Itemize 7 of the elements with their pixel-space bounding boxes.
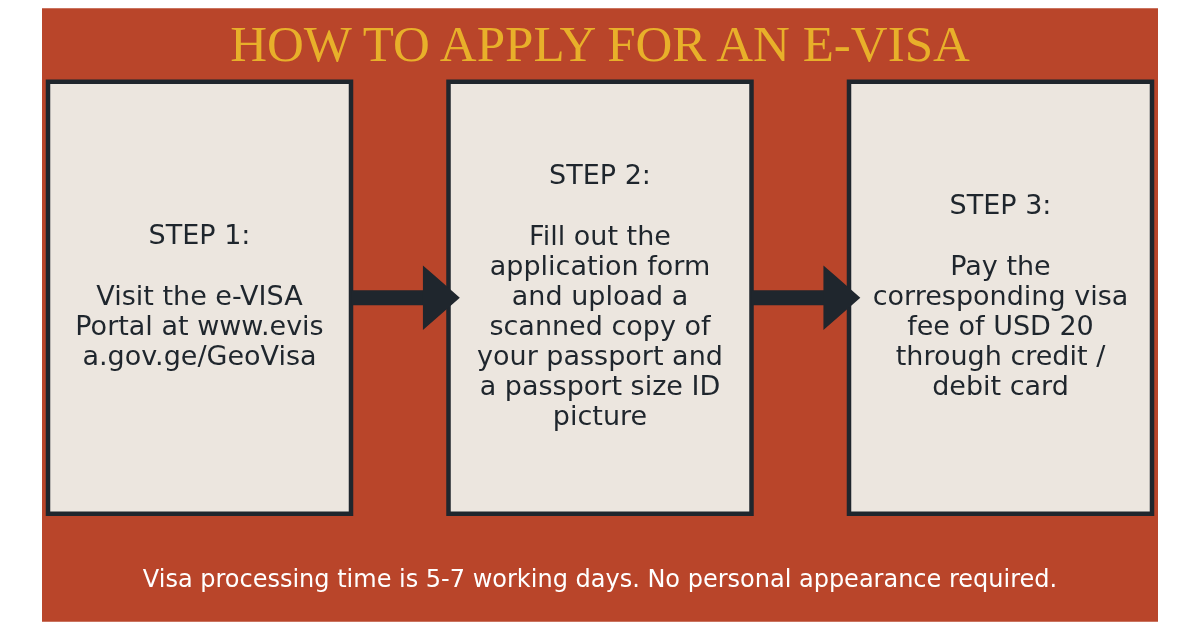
node-box: STEP 2: Fill out the application form and upload a scanned copy of your passport and a passport size ID picture [446, 79, 754, 516]
node-box: STEP 1: Visit the e-VISA Portal at www.evisa.gov.ge/GeoVisa [45, 79, 354, 516]
caption: Visa processing time is 5-7 working days. No personal appearance required. [142, 564, 1058, 593]
diagram-title: HOW TO APPLY FOR AN E-VISA [230, 16, 970, 73]
arrow [351, 265, 460, 331]
node-box: STEP 3: Pay the corresponding visa fee of USD 20 through credit / debit card [846, 79, 1155, 516]
arrow [751, 265, 861, 331]
